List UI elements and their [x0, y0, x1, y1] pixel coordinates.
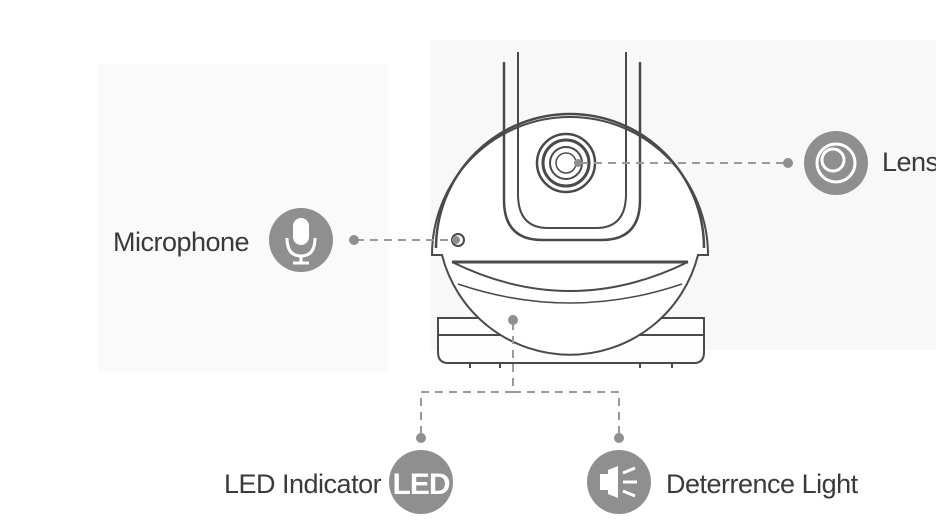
microphone-icon [269, 208, 333, 272]
leader-lines [356, 162, 786, 436]
leader-dots [349, 158, 793, 443]
camera-head [430, 52, 710, 356]
camera-illustration [430, 52, 710, 368]
leader-deterrence [513, 391, 620, 436]
led-icon: LED [389, 450, 453, 514]
background-panel-left [98, 64, 388, 372]
deterrence-light-label: Deterrence Light [666, 469, 858, 499]
led-badge-text: LED [393, 468, 450, 501]
lens-icon [804, 131, 868, 195]
led-indicator-label: LED Indicator [224, 469, 382, 499]
microphone-label: Microphone [113, 227, 250, 257]
lens-label: Lens [882, 147, 936, 177]
light-beam-icon [587, 450, 651, 514]
leader-led [420, 391, 513, 436]
